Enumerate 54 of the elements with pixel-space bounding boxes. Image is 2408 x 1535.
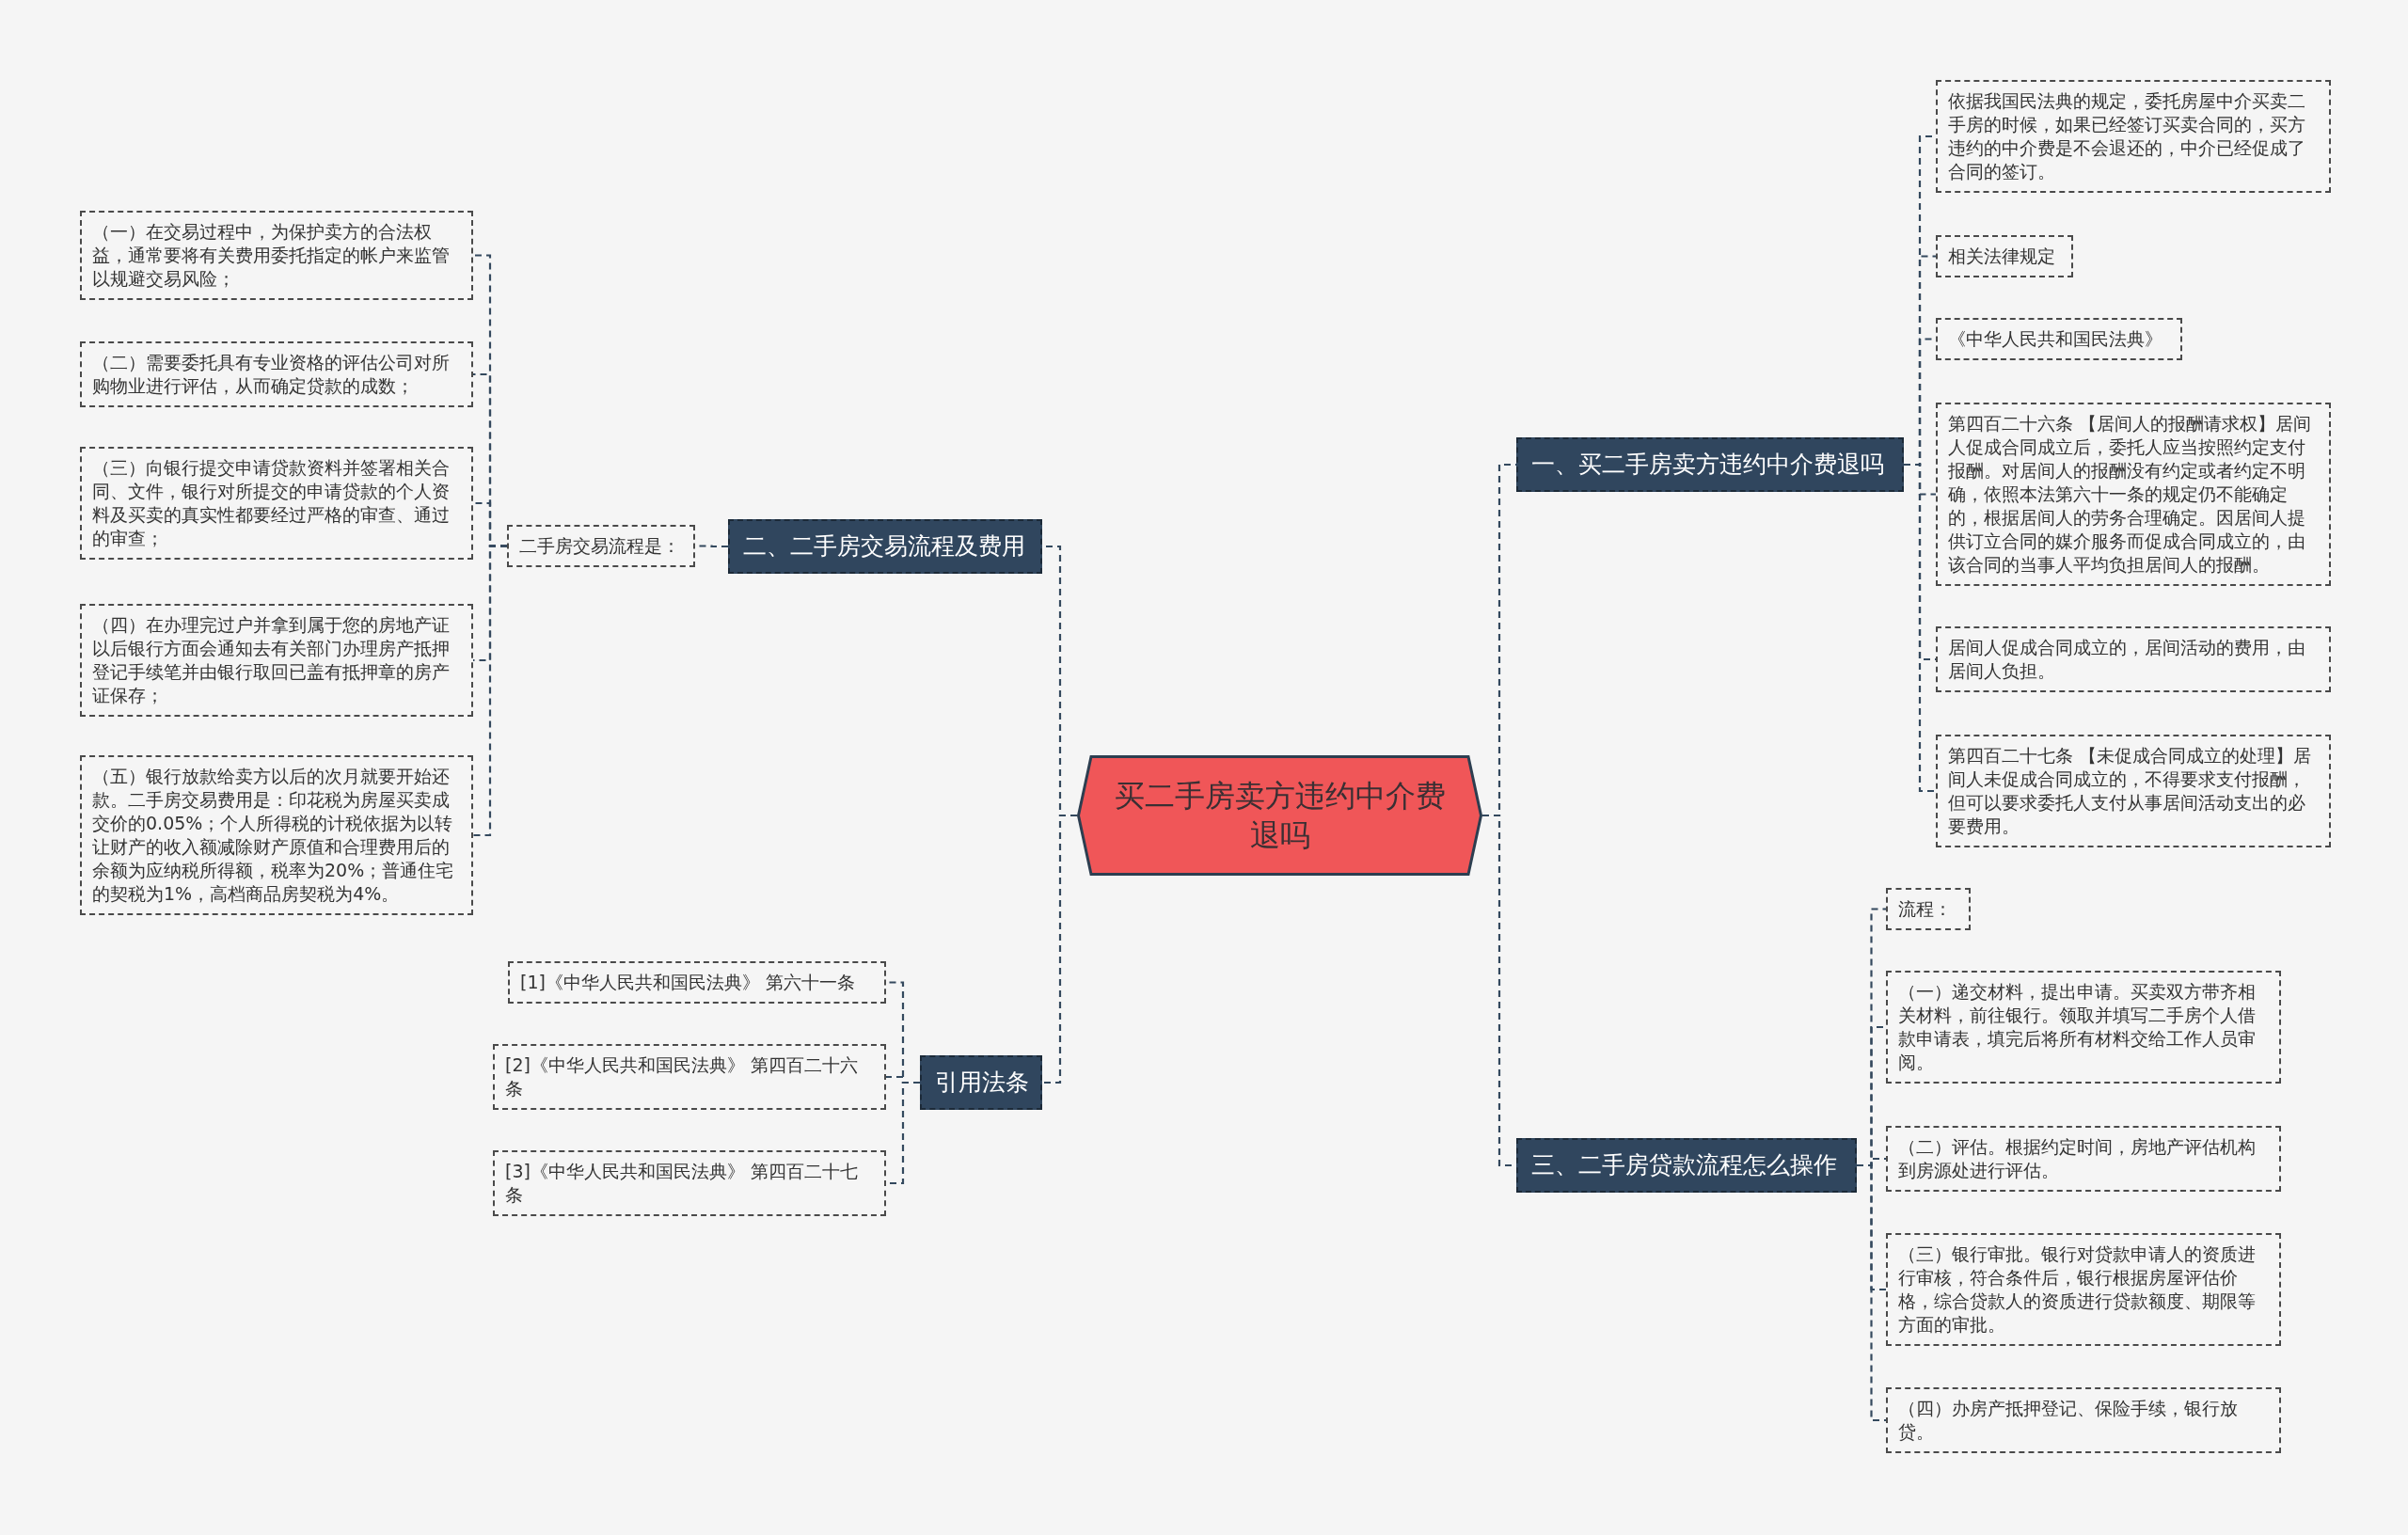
note-card bbox=[507, 525, 695, 567]
note-text: 《中华人民共和国民法典》 bbox=[1948, 327, 2163, 351]
note-text: （二）评估。根据约定时间，房地产评估机构到房源处进行评估。 bbox=[1898, 1135, 2257, 1182]
note-text: 流程： bbox=[1898, 897, 1953, 921]
topic-card bbox=[920, 1055, 1042, 1110]
note-card bbox=[1886, 1126, 2281, 1192]
note-card bbox=[1886, 1233, 2281, 1346]
topic-card bbox=[1516, 1138, 1857, 1193]
connector-line bbox=[1857, 1163, 1886, 1422]
note-text: （四）办房产抵押登记、保险手续，银行放贷。 bbox=[1898, 1397, 2239, 1444]
connector-line bbox=[1042, 814, 1077, 1084]
topic-card bbox=[1516, 437, 1904, 492]
connector-line bbox=[473, 545, 507, 837]
note-card bbox=[80, 211, 473, 300]
note-card bbox=[1886, 1387, 2281, 1453]
topic-text: 一、买二手房卖方违约中介费退吗 bbox=[1531, 450, 1885, 480]
note-text: 第四百二十六条 【居间人的报酬请求权】居间人促成合同成立后，委托人应当按照约定支付报酬。对居间人的报酬没有约定或者约定不明确，依照本法第六十一条的规定仍不能确定的，根据居间人的劳务合理确定。因居间人提供订立合同的媒介服务而促成合同成立的，由该合同的当事人平均负担居间人的报酬。 bbox=[1948, 412, 2313, 577]
note-text: （五）银行放款给卖方以后的次月就要开始还款。二手房交易费用是：印花税为房屋买卖成交价的0.05%；个人所得税的计税依据为以转让财产的收入额减除财产原值和合理费用后的余额为应纳税所得额，税率为20%；普通住宅的契税为1%，高档商品房契税为4%。 bbox=[92, 765, 455, 906]
note-card bbox=[508, 961, 886, 1004]
note-card bbox=[493, 1044, 886, 1110]
note-card bbox=[1936, 318, 2182, 360]
note-card bbox=[493, 1150, 886, 1216]
note-text: 依据我国民法典的规定，委托房屋中介买卖二手房的时候，如果已经签订买卖合同的，买方违约的中介费是不会退还的，中介已经促成了合同的签订。 bbox=[1948, 89, 2306, 183]
central-topic-text: 买二手房卖方违约中介费退吗 bbox=[1113, 777, 1447, 855]
topic-text: 引用法条 bbox=[935, 1068, 1027, 1098]
note-text: [1]《中华人民共和国民法典》 第六十一条 bbox=[520, 971, 856, 994]
note-text: （三）向银行提交申请贷款资料并签署相关合同、文件，银行对所提交的申请贷款的个人资料及买卖的真实性都要经过严格的审查、通过的审查； bbox=[92, 456, 451, 550]
note-card bbox=[1936, 403, 2331, 586]
central-topic-hexagon bbox=[1077, 755, 1482, 876]
note-card bbox=[1936, 626, 2331, 692]
note-text: （四）在办理完过户并拿到属于您的房地产证以后银行方面会通知去有关部门办理房产抵押登记手续笔并由银行取回已盖有抵押章的房产证保存； bbox=[92, 613, 451, 707]
note-card bbox=[1936, 735, 2331, 847]
note-card bbox=[1936, 80, 2331, 193]
note-card bbox=[80, 604, 473, 717]
connector-line bbox=[1904, 463, 1936, 793]
note-text: （一）在交易过程中，为保护卖方的合法权益，通常要将有关费用委托指定的帐户来监管以规避交易风险； bbox=[92, 220, 451, 291]
note-text: 居间人促成合同成立的，居间活动的费用，由居间人负担。 bbox=[1948, 636, 2306, 683]
note-text: [3]《中华人民共和国民法典》 第四百二十七条 bbox=[505, 1160, 859, 1207]
note-text: 相关法律规定 bbox=[1948, 245, 2056, 268]
note-card bbox=[1936, 235, 2073, 277]
note-card bbox=[1886, 971, 2281, 1084]
note-text: （三）银行审批。银行对贷款申请人的资质进行审核，符合条件后，银行根据房屋评估价格，综合贷款人的资质进行贷款额度、期限等方面的审批。 bbox=[1898, 1242, 2257, 1337]
topic-card bbox=[728, 519, 1042, 574]
topic-text: 二、二手房交易流程及费用 bbox=[743, 531, 1026, 562]
note-text: 第四百二十七条 【未促成合同成立的处理】居间人未促成合同成立的，不得要求支付报酬，但可以要求委托人支付从事居间活动支出的必要费用。 bbox=[1948, 744, 2313, 838]
note-text: （二）需要委托具有专业资格的评估公司对所购物业进行评估，从而确定贷款的成数； bbox=[92, 351, 451, 398]
note-card bbox=[80, 755, 473, 915]
topic-text: 三、二手房贷款流程怎么操作 bbox=[1531, 1150, 1838, 1180]
note-card bbox=[1886, 888, 1971, 930]
note-text: 二手房交易流程是： bbox=[519, 534, 681, 558]
note-card bbox=[80, 447, 473, 560]
note-text: [2]《中华人民共和国民法典》 第四百二十六条 bbox=[505, 1053, 859, 1100]
note-text: （一）递交材料，提出申请。买卖双方带齐相关材料，前往银行。领取并填写二手房个人借款申请表，填完后将所有材料交给工作人员审阅。 bbox=[1898, 980, 2257, 1074]
note-card bbox=[80, 341, 473, 407]
